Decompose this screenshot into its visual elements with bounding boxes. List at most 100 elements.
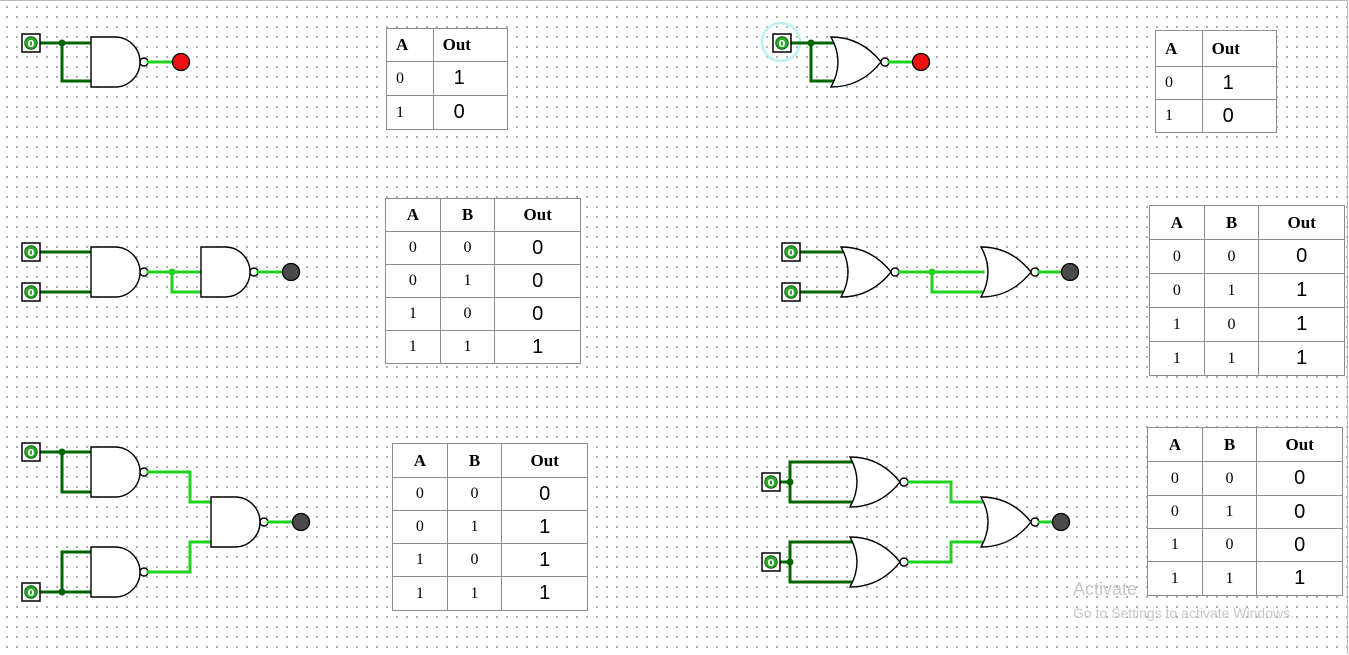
nor-gate[interactable] [839, 246, 892, 298]
wire-junction [58, 39, 66, 47]
activation-watermark-title: Activate [1073, 579, 1138, 599]
header-b: B [439, 198, 496, 232]
wire [930, 270, 985, 294]
cell-a: 1 [1149, 307, 1205, 342]
input-pin-state[interactable] [764, 475, 778, 489]
cell-b: 0 [1201, 528, 1258, 562]
inverter-bubble [899, 557, 909, 567]
wire-junction [168, 268, 176, 276]
cell-a: 0 [385, 231, 441, 265]
nor-gate[interactable] [848, 536, 901, 588]
wire [778, 540, 854, 564]
cell-out: 1 [1258, 273, 1345, 308]
wire [60, 450, 93, 494]
cell-b: 0 [1203, 307, 1260, 342]
cell-a: 1 [385, 330, 441, 364]
input-pin-value: 0 [788, 248, 795, 259]
nor-gate[interactable] [979, 496, 1032, 548]
cell-b: 1 [1201, 495, 1258, 529]
cell-b: 1 [1203, 341, 1260, 376]
wire [146, 470, 213, 504]
wire [60, 41, 93, 83]
input-pin-state[interactable] [784, 285, 798, 299]
cell-out: 1 [432, 61, 509, 96]
input-pin-value: 0 [768, 558, 775, 569]
input-pin-state[interactable] [764, 555, 778, 569]
cell-out: 0 [1201, 99, 1278, 133]
cell-b: 1 [1201, 561, 1258, 596]
cell-out: 0 [1258, 239, 1345, 274]
header-a: A [1149, 205, 1205, 240]
nand-gate[interactable] [210, 496, 261, 548]
cell-out: 0 [494, 264, 581, 298]
wire [146, 540, 213, 574]
wire [907, 480, 985, 504]
wire-junction [807, 39, 815, 47]
wire-junction [786, 558, 794, 566]
header-out: Out [1201, 30, 1278, 67]
cell-a: 0 [392, 510, 448, 544]
wire [778, 460, 854, 484]
cell-a: 1 [1155, 99, 1203, 133]
cell-a: 0 [386, 61, 434, 96]
output-led[interactable] [171, 52, 191, 72]
cell-out: 1 [501, 510, 588, 544]
input-pin-state[interactable] [775, 36, 789, 50]
cell-b: 0 [1203, 239, 1260, 274]
cell-b: 1 [1203, 273, 1260, 308]
cell-a: 0 [392, 477, 448, 511]
output-led[interactable] [291, 512, 311, 532]
cell-a: 1 [392, 543, 448, 577]
nor-gate[interactable] [848, 456, 901, 508]
cell-out: 0 [432, 95, 509, 130]
wire [907, 540, 985, 564]
cell-out: 1 [494, 330, 581, 364]
output-led[interactable] [1060, 262, 1080, 282]
header-a: A [392, 443, 448, 478]
truth-table-nor-or: A B Out 0 0 0 0 1 1 1 0 1 1 1 1 [1149, 205, 1345, 376]
input-pin-state[interactable] [24, 245, 38, 259]
output-led[interactable] [911, 52, 931, 72]
nor-gate[interactable] [979, 246, 1032, 298]
nand-gate[interactable] [90, 546, 141, 598]
input-pin-state[interactable] [24, 285, 38, 299]
input-pin-value: 0 [28, 39, 35, 50]
nand-gate[interactable] [90, 246, 141, 298]
cell-a: 0 [385, 264, 441, 298]
cell-a: 0 [1149, 273, 1205, 308]
nor-gate[interactable] [829, 36, 882, 88]
output-led[interactable] [1051, 512, 1071, 532]
input-pin-state[interactable] [24, 445, 38, 459]
cell-out: 1 [501, 543, 588, 577]
cell-a: 1 [1149, 341, 1205, 376]
input-pin-state[interactable] [784, 245, 798, 259]
inverter-bubble [899, 477, 909, 487]
cell-b: 1 [446, 510, 503, 544]
input-pin-state[interactable] [24, 36, 38, 50]
cell-b: 0 [1201, 461, 1258, 496]
wire-junction [786, 478, 794, 486]
header-a: A [1147, 427, 1203, 462]
nand-gate[interactable] [90, 446, 141, 498]
cell-out: 0 [494, 297, 581, 331]
cell-b: 0 [439, 297, 496, 331]
truth-table-nor-not: A Out 0 1 1 0 [1155, 30, 1278, 133]
output-led[interactable] [281, 262, 301, 282]
cell-out: 0 [501, 477, 588, 511]
wire [60, 550, 93, 594]
cell-a: 1 [385, 297, 441, 331]
header-a: A [386, 28, 434, 62]
nand-gate[interactable] [200, 246, 251, 298]
truth-table-nor-and: A B Out 0 0 0 0 1 0 1 0 0 1 1 1 [1147, 427, 1343, 596]
cell-out: 1 [1256, 561, 1343, 596]
input-pin-value: 0 [788, 288, 795, 299]
cell-out: 0 [494, 231, 581, 265]
input-pin-state[interactable] [24, 585, 38, 599]
nand-gate[interactable] [90, 36, 141, 88]
cell-out: 1 [1201, 66, 1278, 100]
input-pin-value: 0 [779, 39, 786, 50]
cell-a: 0 [1147, 461, 1203, 496]
wire-junction [58, 448, 66, 456]
cell-b: 1 [439, 330, 496, 364]
